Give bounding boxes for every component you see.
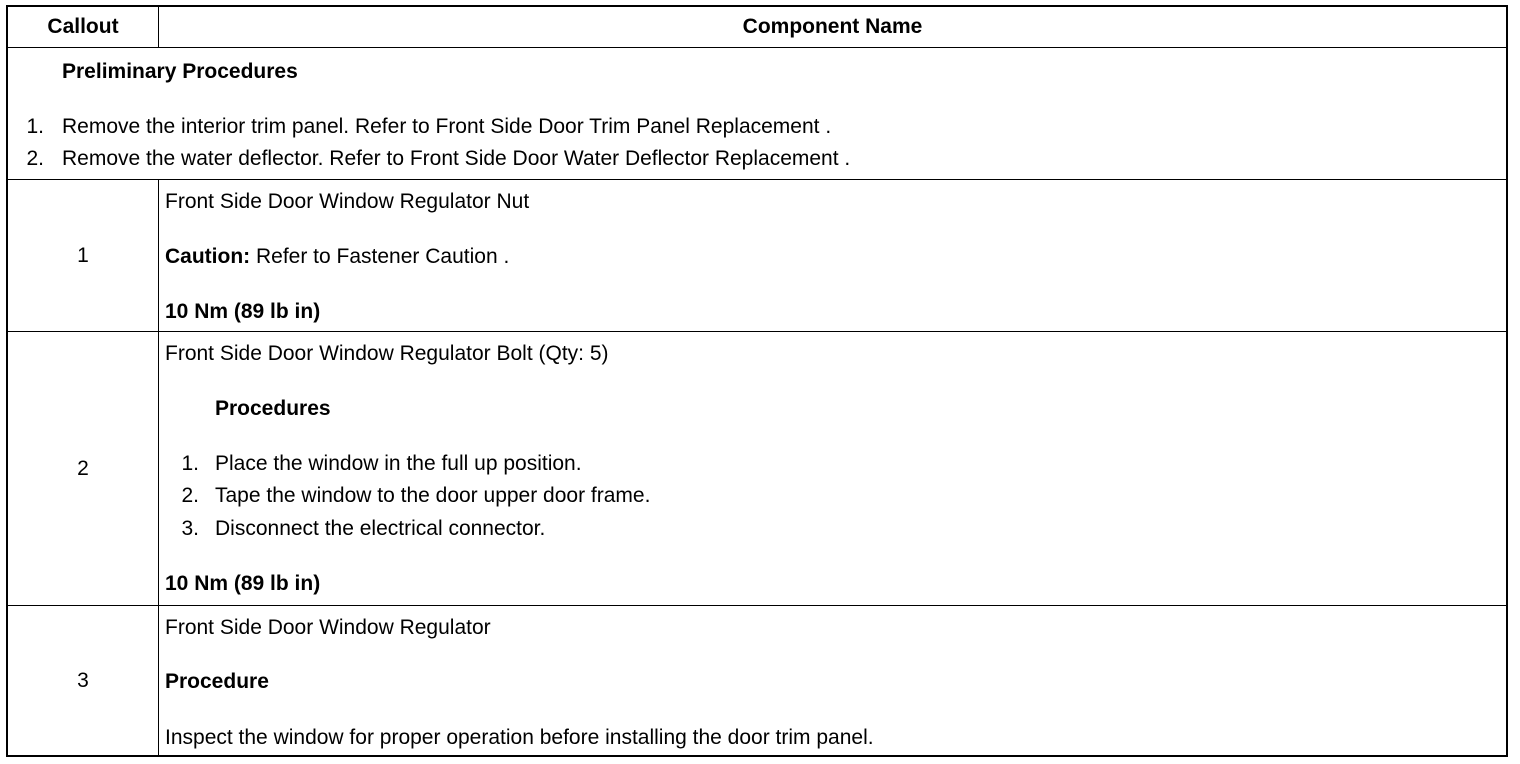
torque-spec: 10 Nm (89 lb in) [165,300,321,323]
procedure-step: Disconnect the electrical connector. [215,517,546,540]
component-name: Front Side Door Window Regulator Nut [165,190,530,213]
component-cell: Front Side Door Window Regulator Nut Cau… [159,180,1506,331]
procedure-step: Tape the window to the door upper door f… [215,484,651,507]
procedure-title: Procedure [165,670,269,693]
callout-number: 2 [8,332,159,605]
table-row: 3 Front Side Door Window Regulator Proce… [8,606,1506,755]
component-cell: Front Side Door Window Regulator Bolt (Q… [159,332,1506,605]
procedures-title: Procedures [215,397,331,420]
preliminary-row: Preliminary Procedures 1. Remove the int… [8,48,1506,180]
header-component-label: Component Name [742,15,923,38]
callout-number: 1 [8,180,159,331]
component-name: Front Side Door Window Regulator [165,616,491,639]
component-cell: Front Side Door Window Regulator Procedu… [159,606,1506,755]
component-table: Callout Component Name Preliminary Proce… [6,5,1508,757]
preliminary-step: Remove the water deflector. Refer to Fro… [62,147,851,170]
caution-line: Caution: Refer to Fastener Caution . [165,245,509,269]
preliminary-step-number: 2. [26,147,44,170]
procedure-step-number: 2. [181,484,199,507]
procedure-step-number: 1. [181,452,199,475]
table-row: 1 Front Side Door Window Regulator Nut C… [8,180,1506,332]
torque-spec: 10 Nm (89 lb in) [165,572,321,595]
procedure-step-number: 3. [181,517,199,540]
table-row: 2 Front Side Door Window Regulator Bolt … [8,332,1506,606]
procedure-step: Place the window in the full up position… [215,452,582,475]
header-callout: Callout [8,7,159,47]
preliminary-title: Preliminary Procedures [62,60,298,83]
table-header-row: Callout Component Name [8,7,1506,48]
preliminary-step-number: 1. [26,115,44,138]
component-name: Front Side Door Window Regulator Bolt (Q… [165,342,609,365]
header-component-name: Component Name [159,7,1506,47]
caution-label: Caution: [165,245,251,268]
callout-number: 3 [8,606,159,755]
procedure-text: Inspect the window for proper operation … [165,726,874,749]
preliminary-step: Remove the interior trim panel. Refer to… [62,115,832,138]
caution-text: Refer to Fastener Caution . [256,245,510,268]
